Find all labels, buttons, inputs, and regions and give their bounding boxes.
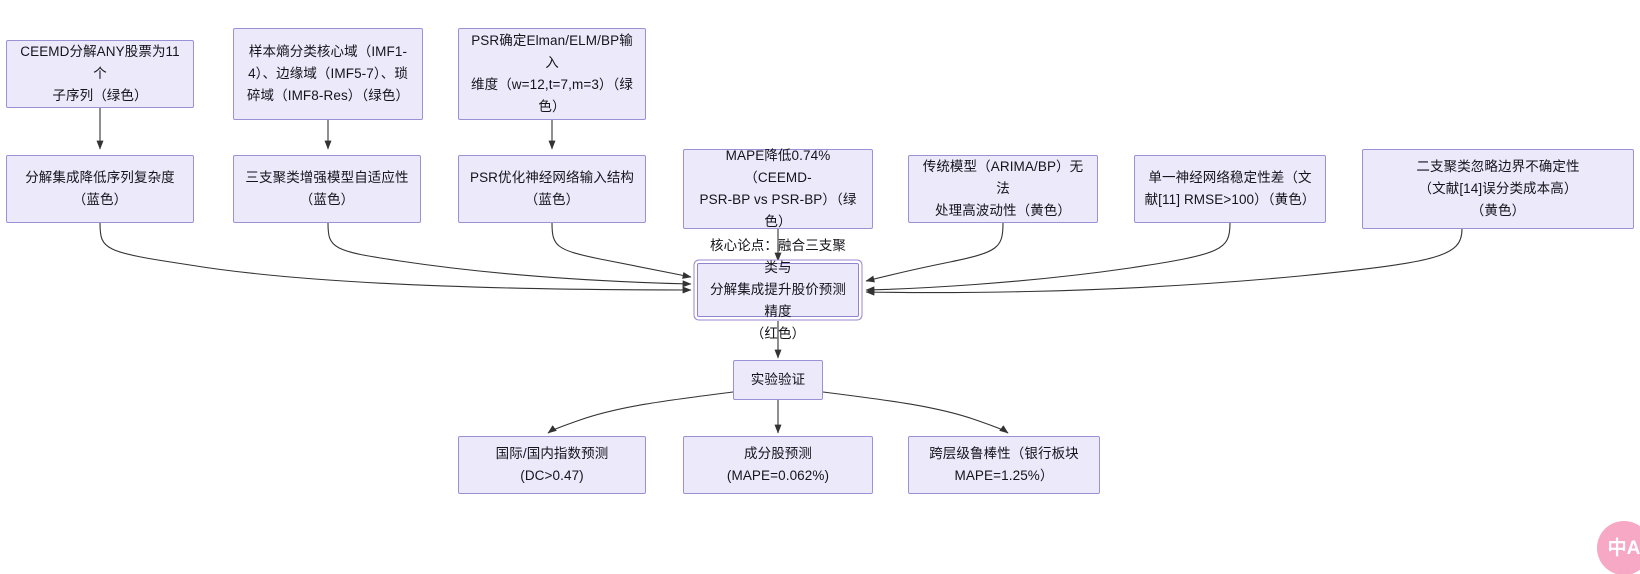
node-label: 传统模型（ARIMA/BP）无法 处理高波动性（黄色） [922, 159, 1084, 218]
node-n14[interactable]: 跨层级鲁棒性（银行板块 MAPE=1.25%） [908, 436, 1100, 494]
node-n5[interactable]: 三支聚类增强模型自适应性 （蓝色） [233, 155, 421, 223]
watermark-label: 中A [1607, 537, 1640, 559]
edge-n11-to-n14 [822, 391, 1009, 434]
node-label: PSR确定Elman/ELM/BP输入 维度（w=12,t=7,m=3）（绿 色… [471, 33, 633, 114]
node-n11[interactable]: 实验验证 [733, 360, 823, 400]
node-label: 单一神经网络稳定性差（文 献[11] RMSE>100）（黄色） [1144, 170, 1316, 207]
node-label: 成分股预测 (MAPE=0.062%) [726, 446, 830, 483]
node-label: 分解集成降低序列复杂度 （蓝色） [25, 170, 175, 207]
node-label: MAPE降低0.74%（CEEMD- PSR-BP vs PSR-BP）（绿 色… [699, 148, 857, 229]
node-n7[interactable]: MAPE降低0.74%（CEEMD- PSR-BP vs PSR-BP）（绿 色… [683, 148, 873, 229]
node-label: CEEMD分解ANY股票为11个 子序列（绿色） [20, 44, 180, 103]
node-label: PSR优化神经网络输入结构 （蓝色） [469, 170, 635, 207]
node-n12[interactable]: 国际/国内指数预测 (DC>0.47) [458, 436, 646, 494]
node-label: 样本熵分类核心域（IMF1- 4）、边缘域（IMF5-7）、琐 碎域（IMF8-… [246, 44, 410, 103]
node-core[interactable]: 核心论点：融合三支聚类与 分解集成提升股价预测精度 （红色） [697, 238, 859, 341]
node-n9[interactable]: 单一神经网络稳定性差（文 献[11] RMSE>100）（黄色） [1134, 155, 1326, 223]
node-label: 二支聚类忽略边界不确定性 （文献[14]误分类成本高） （黄色） [1416, 159, 1580, 218]
edge-n8-to-core [865, 222, 1004, 283]
edge-n4-to-core [99, 222, 692, 294]
edge-n10-to-core [865, 228, 1463, 296]
node-n2[interactable]: 样本熵分类核心域（IMF1- 4）、边缘域（IMF5-7）、琐 碎域（IMF8-… [233, 28, 423, 120]
node-n1[interactable]: CEEMD分解ANY股票为11个 子序列（绿色） [6, 40, 194, 108]
node-label: 核心论点：融合三支聚类与 分解集成提升股价预测精度 （红色） [710, 238, 846, 341]
node-n3[interactable]: PSR确定Elman/ELM/BP输入 维度（w=12,t=7,m=3）（绿 色… [458, 28, 646, 120]
node-n10[interactable]: 二支聚类忽略边界不确定性 （文献[14]误分类成本高） （黄色） [1362, 149, 1634, 229]
edge-n9-to-core [865, 222, 1231, 294]
node-label: 三支聚类增强模型自适应性 （蓝色） [245, 170, 409, 207]
edge-n6-to-core [551, 222, 692, 279]
edge-n5-to-core [327, 222, 692, 288]
edge-n11-to-n12 [547, 391, 734, 434]
watermark-badge: 中A [1597, 521, 1640, 574]
node-n8[interactable]: 传统模型（ARIMA/BP）无法 处理高波动性（黄色） [908, 155, 1098, 223]
node-label: 跨层级鲁棒性（银行板块 MAPE=1.25%） [929, 446, 1079, 483]
node-n4[interactable]: 分解集成降低序列复杂度 （蓝色） [6, 155, 194, 223]
node-label: 实验验证 [750, 372, 806, 388]
node-n13[interactable]: 成分股预测 (MAPE=0.062%) [683, 436, 873, 494]
node-n6[interactable]: PSR优化神经网络输入结构 （蓝色） [458, 155, 646, 223]
node-label: 国际/国内指数预测 (DC>0.47) [495, 446, 609, 483]
